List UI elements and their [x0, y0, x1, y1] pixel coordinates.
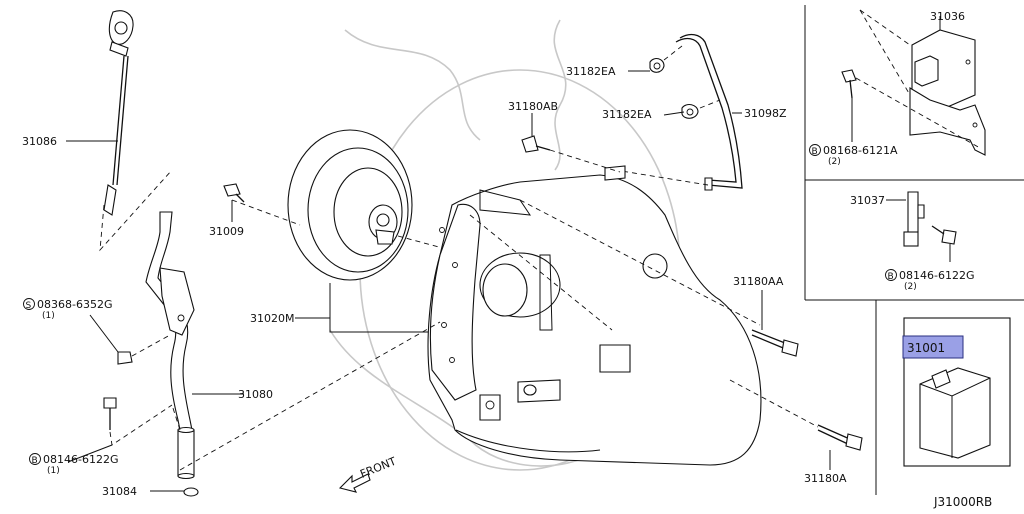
label-31020M[interactable]: 31020M — [250, 312, 294, 325]
label-31009[interactable]: 31009 — [209, 225, 244, 238]
dipstick-31086[interactable] — [103, 10, 134, 216]
qty-08146-right: (2) — [904, 282, 917, 292]
label-31086[interactable]: 31086 — [22, 135, 57, 148]
tcm-bracket-31036[interactable] — [909, 29, 986, 156]
prefix-marker-s-08368 — [23, 298, 35, 310]
sensor-31037[interactable] — [903, 191, 925, 247]
cooler-pipe-31098Z[interactable] — [675, 33, 743, 191]
qty-08146-left: (1) — [47, 466, 60, 476]
filler-tube-31080[interactable] — [145, 211, 195, 480]
label-31036[interactable]: 31036 — [930, 10, 965, 23]
panel-frames — [804, 5, 1024, 495]
qty-08168: (2) — [828, 157, 841, 167]
label-31098Z[interactable]: 31098Z — [744, 107, 787, 120]
label-08168-6121A[interactable]: 08168-6121A — [823, 144, 898, 157]
label-08146-6122G-left[interactable]: 08146-6122G — [43, 453, 118, 466]
diagram-id: J31000RB — [933, 495, 992, 509]
transmission-case[interactable] — [427, 174, 762, 466]
label-31001[interactable]: 31001 — [907, 341, 945, 355]
prefix-marker-b-08168 — [809, 144, 821, 156]
prefix-marker-b-08146-left — [29, 453, 41, 465]
label-31180A[interactable]: 31180A — [804, 472, 847, 485]
torque-converter-31020M[interactable] — [287, 129, 413, 281]
prefix-letter-08168: B — [812, 147, 818, 157]
label-31180AA[interactable]: 31180AA — [733, 275, 784, 288]
qty-08368: (1) — [42, 311, 55, 321]
prefix-letter-08146-right: B — [888, 272, 894, 282]
label-08368-6352G[interactable]: 08368-6352G — [37, 298, 112, 311]
label-31180AB[interactable]: 31180AB — [508, 100, 558, 113]
prefix-marker-b-08146-right — [885, 269, 897, 281]
label-31037[interactable]: 31037 — [850, 194, 885, 207]
bolt-31180AA[interactable] — [751, 329, 799, 357]
label-31080[interactable]: 31080 — [238, 388, 273, 401]
bolt-08146-right[interactable] — [931, 225, 957, 245]
label-31182EA-lower[interactable]: 31182EA — [602, 108, 652, 121]
label-08146-6122G-right[interactable]: 08146-6122G — [899, 269, 974, 282]
bolt-08168[interactable] — [841, 69, 857, 99]
label-31084[interactable]: 31084 — [102, 485, 137, 498]
front-arrow-icon — [338, 473, 371, 493]
bolt-31180AB[interactable] — [521, 135, 551, 153]
clip-31182EA-upper[interactable] — [649, 57, 665, 73]
highlight-31001 — [902, 335, 964, 359]
label-31182EA-upper[interactable]: 31182EA — [566, 65, 616, 78]
bolt-08368[interactable] — [117, 334, 171, 365]
bolt-31009[interactable] — [223, 183, 245, 203]
bolt-08146-left[interactable] — [103, 397, 173, 446]
prefix-letter-08368: S — [26, 301, 32, 311]
clip-31182EA-lower[interactable] — [681, 103, 699, 119]
label-front: FRONT — [358, 455, 398, 481]
prefix-letter-08146-left: B — [32, 456, 38, 466]
bolt-31180A[interactable] — [817, 424, 863, 451]
o-ring-31084[interactable] — [183, 487, 199, 497]
